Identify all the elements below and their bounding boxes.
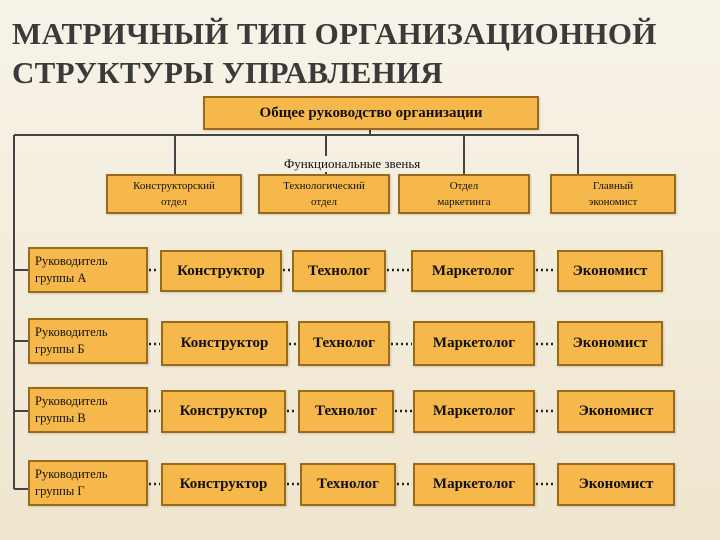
- department-economist-line2: экономист: [588, 196, 638, 208]
- general-management-box: Общее руководство организации: [203, 96, 539, 130]
- marketer-g: Маркетолог: [413, 463, 535, 506]
- economist-a-label: Экономист: [572, 262, 648, 279]
- technologist-v-label: Технолог: [315, 403, 377, 419]
- marketer-g-label: Маркетолог: [432, 476, 516, 492]
- department-design-line2: отдел: [161, 196, 187, 208]
- economist-g: Экономист: [557, 463, 675, 506]
- economist-v-label: Экономист: [578, 403, 654, 419]
- designer-b: Конструктор: [161, 321, 288, 366]
- marketer-v: Маркетолог: [413, 390, 535, 433]
- group-leader-a: Руководитель группы А: [28, 247, 148, 293]
- designer-b-label: Конструктор: [180, 335, 269, 351]
- group-leader-v-line2: группы В: [35, 411, 86, 425]
- group-leader-g: Руководитель группы Г: [28, 460, 148, 506]
- group-leader-g-line1: Руководитель: [35, 467, 108, 481]
- economist-b: Экономист: [557, 321, 663, 366]
- title-line-2: СТРУКТУРЫ УПРАВЛЕНИЯ: [12, 55, 444, 90]
- technologist-b: Технолог: [298, 321, 390, 366]
- group-leader-a-line1: Руководитель: [35, 254, 108, 268]
- group-leader-v-line1: Руководитель: [35, 394, 108, 408]
- group-leader-v: Руководитель группы В: [28, 387, 148, 433]
- technologist-g-label: Технолог: [317, 476, 379, 492]
- department-marketing-line1: Отдел: [449, 180, 479, 192]
- technologist-a: Технолог: [292, 250, 386, 292]
- designer-a-label: Конструктор: [177, 262, 265, 279]
- economist-b-label: Экономист: [572, 335, 648, 351]
- economist-a: Экономист: [557, 250, 663, 292]
- group-leader-g-line2: группы Г: [35, 484, 85, 498]
- group-leader-b: Руководитель группы Б: [28, 318, 148, 364]
- technologist-g: Технолог: [300, 463, 396, 506]
- department-technology: Технологический отдел: [258, 174, 390, 214]
- designer-a: Конструктор: [160, 250, 282, 292]
- economist-v: Экономист: [557, 390, 675, 433]
- department-design-line1: Конструкторский: [133, 180, 215, 192]
- department-economist: Главный экономист: [550, 174, 676, 214]
- marketer-a-label: Маркетолог: [431, 262, 515, 279]
- group-leader-b-line2: группы Б: [35, 342, 85, 356]
- technologist-b-label: Технолог: [313, 335, 375, 351]
- department-design: Конструкторский отдел: [106, 174, 242, 214]
- marketer-a: Маркетолог: [411, 250, 535, 292]
- economist-g-label: Экономист: [578, 476, 654, 492]
- technologist-a-label: Технолог: [308, 262, 370, 279]
- department-marketing-line2: маркетинга: [437, 196, 491, 208]
- functional-units-label: Функциональные звенья: [282, 156, 423, 172]
- marketer-v-label: Маркетолог: [432, 403, 516, 419]
- general-management-label: Общее руководство организации: [259, 104, 483, 121]
- designer-g: Конструктор: [161, 463, 286, 506]
- group-leader-b-line1: Руководитель: [35, 325, 108, 339]
- title-line-1: МАТРИЧНЫЙ ТИП ОРГАНИЗАЦИОННОЙ: [12, 16, 657, 51]
- department-economist-line1: Главный: [592, 180, 634, 192]
- designer-g-label: Конструктор: [179, 476, 268, 492]
- marketer-b-label: Маркетолог: [432, 335, 516, 351]
- group-leader-a-line2: группы А: [35, 271, 87, 285]
- marketer-b: Маркетолог: [413, 321, 535, 366]
- slide-title: МАТРИЧНЫЙ ТИП ОРГАНИЗАЦИОННОЙ СТРУКТУРЫ …: [12, 14, 702, 92]
- department-technology-line2: отдел: [310, 196, 337, 208]
- department-marketing: Отдел маркетинга: [398, 174, 530, 214]
- department-technology-line1: Технологический: [283, 180, 365, 192]
- designer-v: Конструктор: [161, 390, 286, 433]
- designer-v-label: Конструктор: [179, 403, 268, 419]
- technologist-v: Технолог: [298, 390, 394, 433]
